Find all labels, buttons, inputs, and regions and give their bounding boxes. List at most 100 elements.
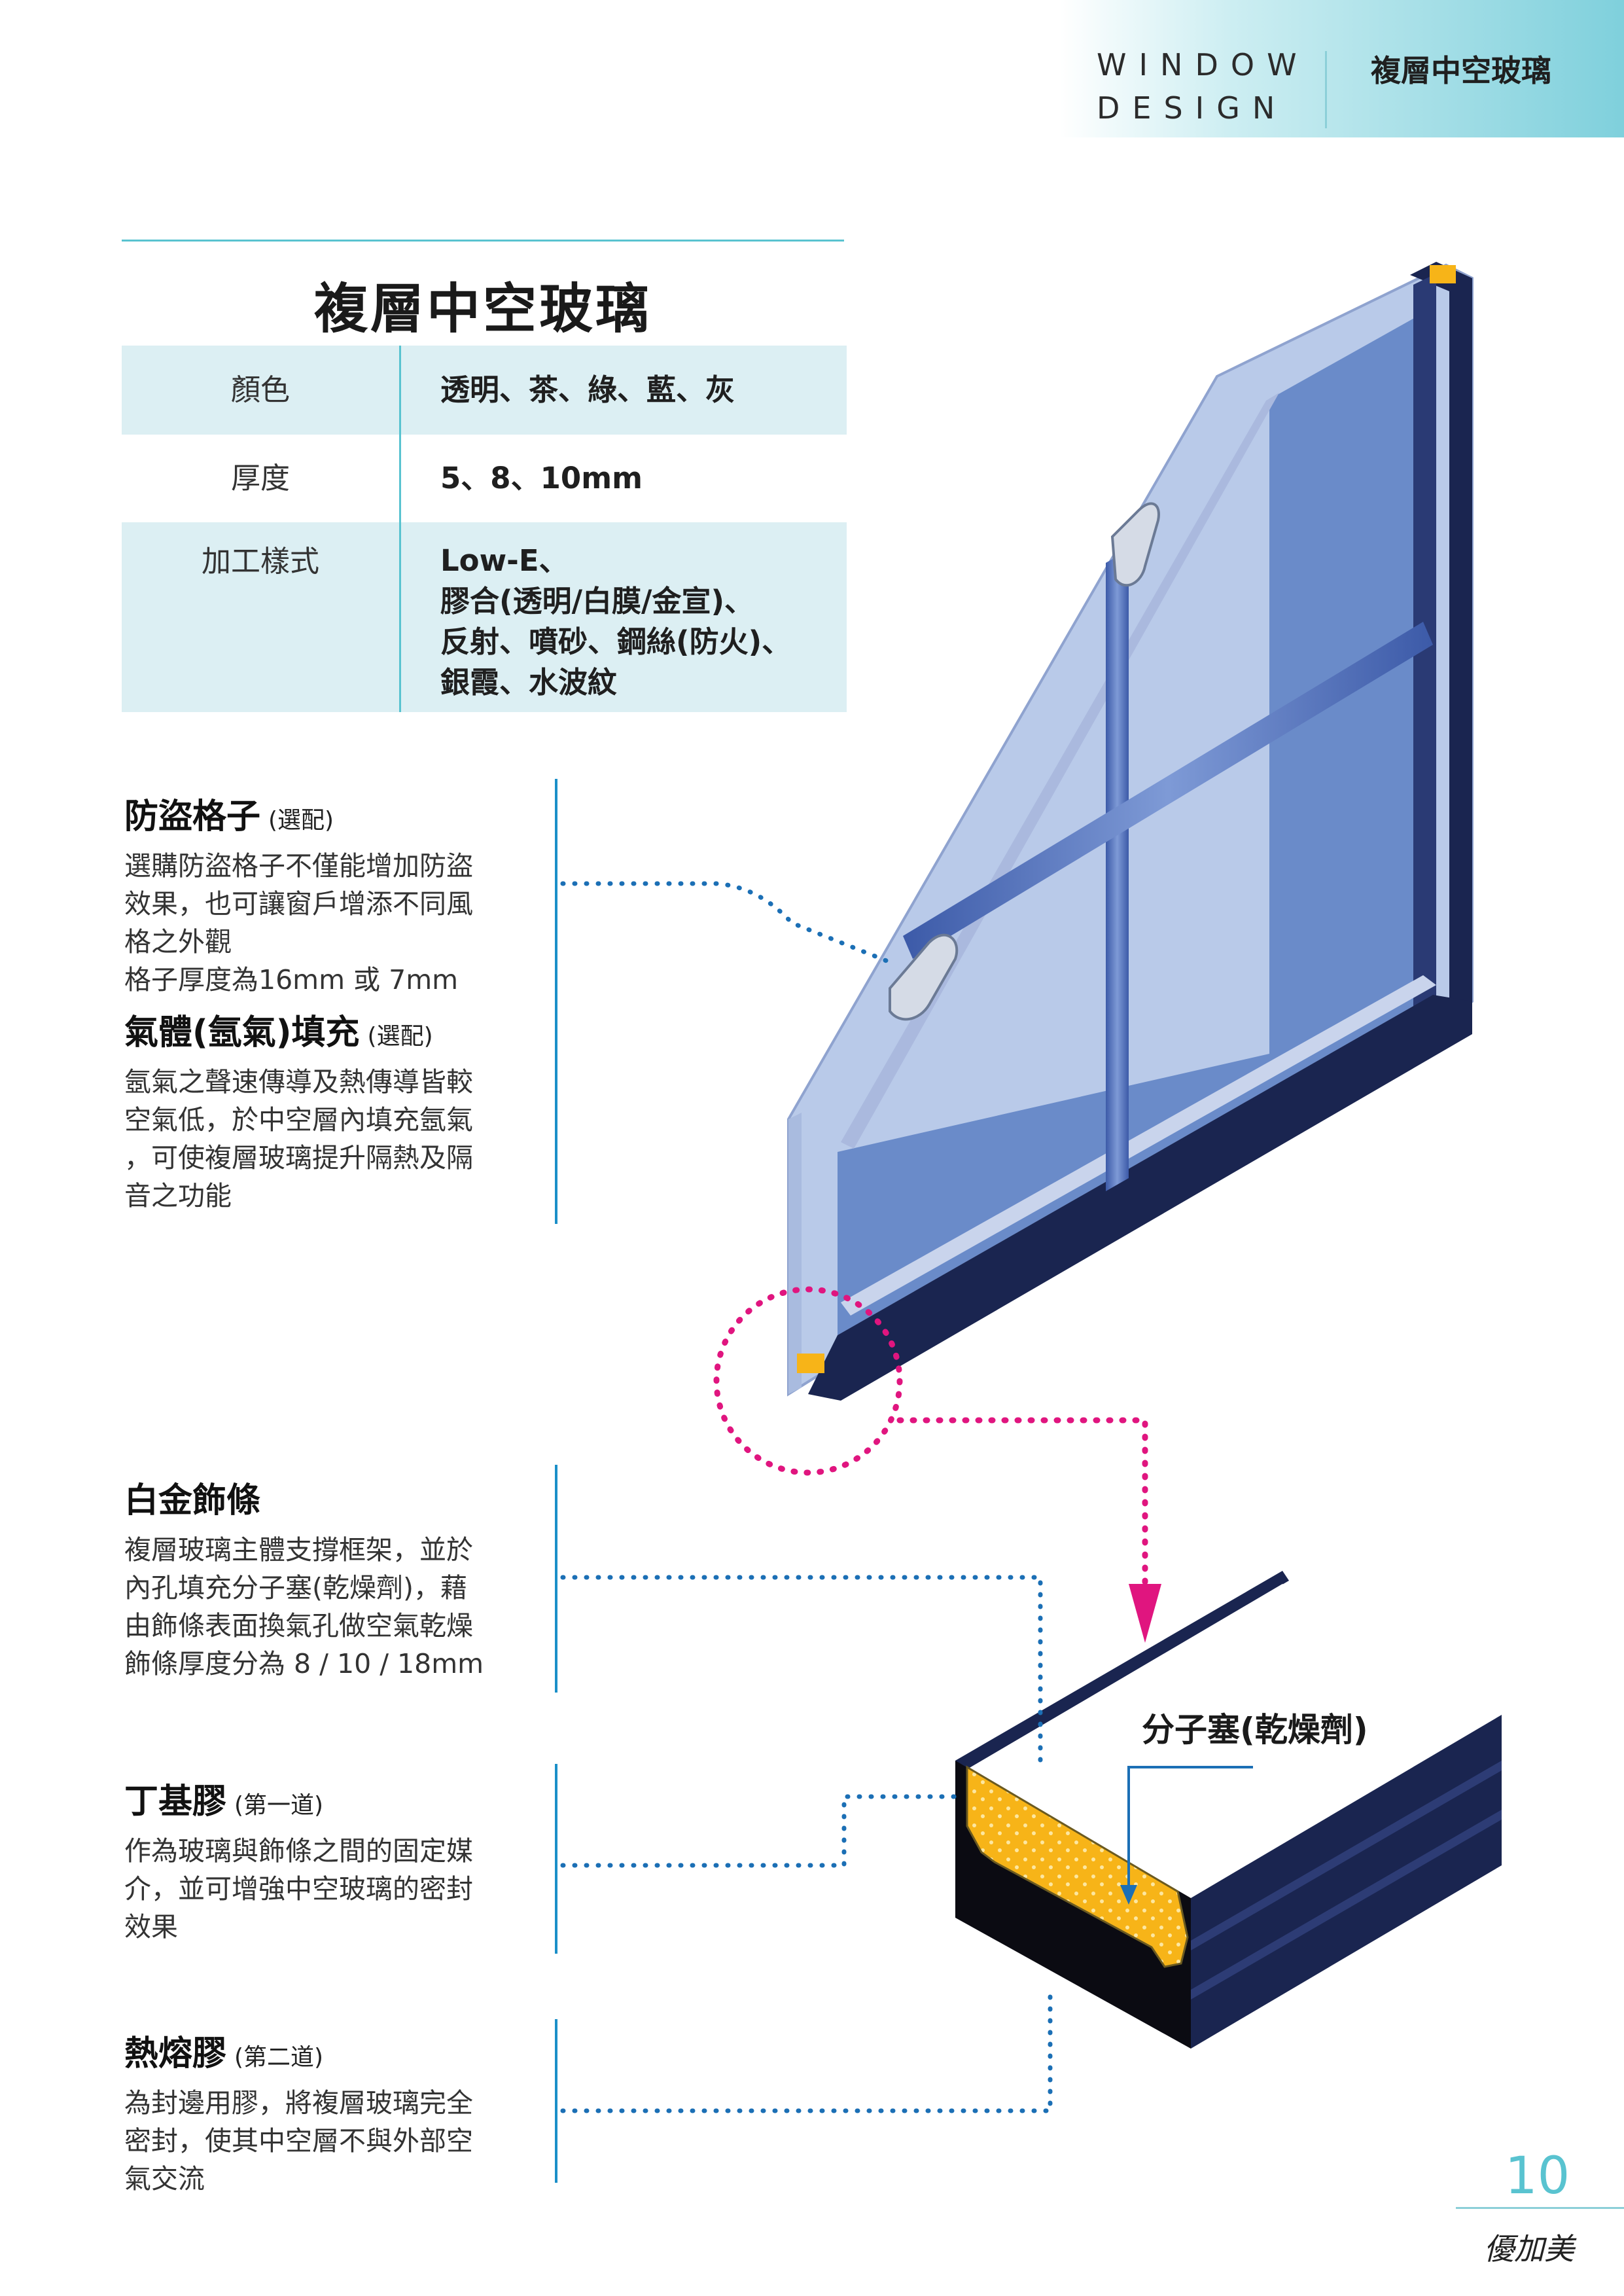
feature-body: 為封邊用膠，將複層玻璃完全 密封，使其中空層不與外部空 氣交流: [124, 2084, 530, 2198]
header-band: [1060, 0, 1624, 137]
grille-profile-top: [1110, 502, 1160, 587]
header-title: 複層中空玻璃: [1371, 53, 1551, 88]
feature-spacer: 白金飾條 複層玻璃主體支撐框架，並於 內孔填充分子塞(乾燥劑)，藉 由飾條表面換…: [124, 1473, 530, 1683]
detail-highlight-circle: [713, 1286, 903, 1476]
feature-title: 氣體(氬氣)填充(選配): [124, 1013, 433, 1052]
leader-butyl: [560, 1794, 958, 1868]
spec-value-line: 5、8、10mm: [440, 461, 643, 495]
feature-note: (選配): [268, 807, 334, 834]
spec-value: Low-E、 膠合(透明/白膜/金宣)、 反射、噴砂、鋼絲(防火)、 銀霞、水波…: [401, 522, 847, 712]
page-number: 10: [1505, 2147, 1570, 2206]
feature-line: ，可使複層玻璃提升隔熱及隔: [124, 1142, 473, 1174]
spacer-top: [1430, 265, 1456, 283]
feature-line: 選購防盜格子不僅能增加防盜: [124, 850, 473, 882]
feature-line: 由飾條表面換氣孔做空氣乾燥: [124, 1610, 473, 1641]
feature-line: 介，並可增強中空玻璃的密封: [124, 1873, 473, 1905]
feature-line: 音之功能: [124, 1180, 232, 1211]
spec-value: 5、8、10mm: [401, 435, 847, 522]
inner-glass: [838, 308, 1433, 1335]
feature-line: 空氣低，於中空層內填充氬氣: [124, 1104, 473, 1136]
feature-body: 氬氣之聲速傳導及熱傳導皆較 空氣低，於中空層內填充氬氣 ，可使複層玻璃提升隔熱及…: [124, 1063, 530, 1215]
frame-bottom-light: [841, 975, 1436, 1316]
section-top-face: [965, 1584, 1498, 1898]
desiccant-callout-arrow: [1120, 1885, 1137, 1905]
brand-signature: 優加美: [1484, 2231, 1574, 2267]
detail-connector: [896, 1417, 1148, 1587]
spec-value-line: 透明、茶、綠、藍、灰: [440, 372, 735, 407]
feature-note: (第二道): [234, 2044, 324, 2071]
feature-line: 氬氣之聲速傳導及熱傳導皆較: [124, 1066, 473, 1098]
spacer-bottom: [797, 1354, 824, 1373]
grille-horizontal: [903, 622, 1433, 959]
header-divider: [1325, 51, 1327, 128]
section-right-face: [1191, 1715, 1502, 2049]
feature-title: 防盜格子(選配): [124, 797, 334, 836]
feature-line: 效果: [124, 1911, 178, 1943]
feature-line: 複層玻璃主體支撐框架，並於: [124, 1534, 473, 1566]
feature-line: 效果，也可讓窗戶增添不同風: [124, 888, 473, 920]
feature-title: 丁基膠(第一道): [124, 1782, 324, 1821]
spec-value: 透明、茶、綠、藍、灰: [401, 346, 847, 435]
frame-bottom: [808, 995, 1472, 1401]
feature-note: (選配): [367, 1023, 433, 1050]
section-right-stripe: [1191, 1810, 1502, 2000]
feature-body: 作為玻璃與飾條之間的固定媒 介，並可增強中空玻璃的密封 效果: [124, 1832, 530, 1946]
feature-note: (第一道): [234, 1792, 324, 1819]
spec-divider: [399, 346, 401, 435]
grille-vertical: [1106, 550, 1129, 1191]
leader-spacer: [560, 1575, 1043, 1763]
feature-line: 為封邊用膠，將複層玻璃完全: [124, 2087, 473, 2119]
spec-table: 顏色 透明、茶、綠、藍、灰 厚度 5、8、10mm 加工樣式 Low-E、 膠合…: [122, 346, 847, 712]
feature-line: 格之外觀: [124, 926, 232, 958]
spec-divider: [399, 522, 401, 712]
feature-line: 格子厚度為16mm 或 7mm: [124, 964, 459, 996]
spec-value-line: 銀霞、水波紋: [440, 665, 618, 700]
feature-line: 氣交流: [124, 2163, 205, 2195]
spec-row-processing: 加工樣式 Low-E、 膠合(透明/白膜/金宣)、 反射、噴砂、鋼絲(防火)、 …: [122, 522, 847, 712]
section-top-glass: [955, 1571, 1289, 1770]
spec-value-line: 膠合(透明/白膜/金宣)、: [440, 584, 754, 619]
feature-line: 內孔填充分子塞(乾燥劑)，藉: [124, 1572, 467, 1604]
feature-bar-butyl: [555, 1764, 557, 1954]
spec-title: 複層中空玻璃: [313, 278, 652, 340]
feature-argon: 氣體(氬氣)填充(選配) 氬氣之聲速傳導及熱傳導皆較 空氣低，於中空層內填充氬氣…: [124, 1005, 530, 1215]
feature-line: 密封，使其中空層不與外部空: [124, 2125, 473, 2157]
feature-hotmelt: 熱熔膠(第二道) 為封邊用膠，將複層玻璃完全 密封，使其中空層不與外部空 氣交流: [124, 2026, 530, 2198]
feature-grille: 防盜格子(選配) 選購防盜格子不僅能增加防盜 效果，也可讓窗戶增添不同風 格之外…: [124, 789, 530, 999]
edge-section-detail: [955, 1571, 1502, 2049]
feature-bar-hotmelt: [555, 2019, 557, 2183]
feature-bar-spacer: [555, 1465, 557, 1693]
feature-line: 飾條厚度分為 8 / 10 / 18mm: [124, 1648, 484, 1679]
top-rule: [122, 240, 844, 242]
spec-value-line: Low-E、: [440, 543, 569, 578]
spec-row-thickness: 厚度 5、8、10mm: [122, 435, 847, 522]
feature-body: 選購防盜格子不僅能增加防盜 效果，也可讓窗戶增添不同風 格之外觀 格子厚度為16…: [124, 847, 530, 999]
leader-grille: [560, 881, 892, 965]
frame-right: [1410, 262, 1472, 1014]
feature-line: 作為玻璃與飾條之間的固定媒: [124, 1835, 473, 1867]
spec-label: 顏色: [230, 372, 290, 407]
leader-hotmelt: [560, 1990, 1053, 2113]
feature-body: 複層玻璃主體支撐框架，並於 內孔填充分子塞(乾燥劑)，藉 由飾條表面換氣孔做空氣…: [124, 1531, 530, 1683]
page-number-rule: [1456, 2207, 1624, 2209]
desiccant-label: 分子塞(乾燥劑): [1142, 1711, 1368, 1749]
brand-design: DESIGN: [1097, 90, 1288, 126]
spec-label: 厚度: [230, 461, 290, 495]
window-pane: [787, 262, 1474, 1401]
desiccant-callout-line: [1127, 1766, 1253, 1901]
grille-profile-left: [889, 933, 959, 1021]
spec-value-line: 反射、噴砂、鋼絲(防火)、: [440, 624, 792, 659]
spec-label: 加工樣式: [201, 544, 319, 579]
feature-title: 熱熔膠(第二道): [124, 2034, 324, 2073]
spec-row-color: 顏色 透明、茶、綠、藍、灰: [122, 346, 847, 435]
feature-bar-grille-gas: [555, 779, 557, 1224]
section-desiccant: [966, 1765, 1189, 1968]
spec-divider: [399, 435, 401, 522]
brand-window: WINDOW: [1097, 47, 1309, 82]
section-right-stripe: [1191, 1761, 1502, 1950]
feature-title: 白金飾條: [124, 1481, 261, 1520]
detail-arrow: [1129, 1584, 1161, 1643]
outer-glass-edge: [788, 1113, 802, 1394]
feature-butyl: 丁基膠(第一道) 作為玻璃與飾條之間的固定媒 介，並可增強中空玻璃的密封 效果: [124, 1774, 530, 1946]
